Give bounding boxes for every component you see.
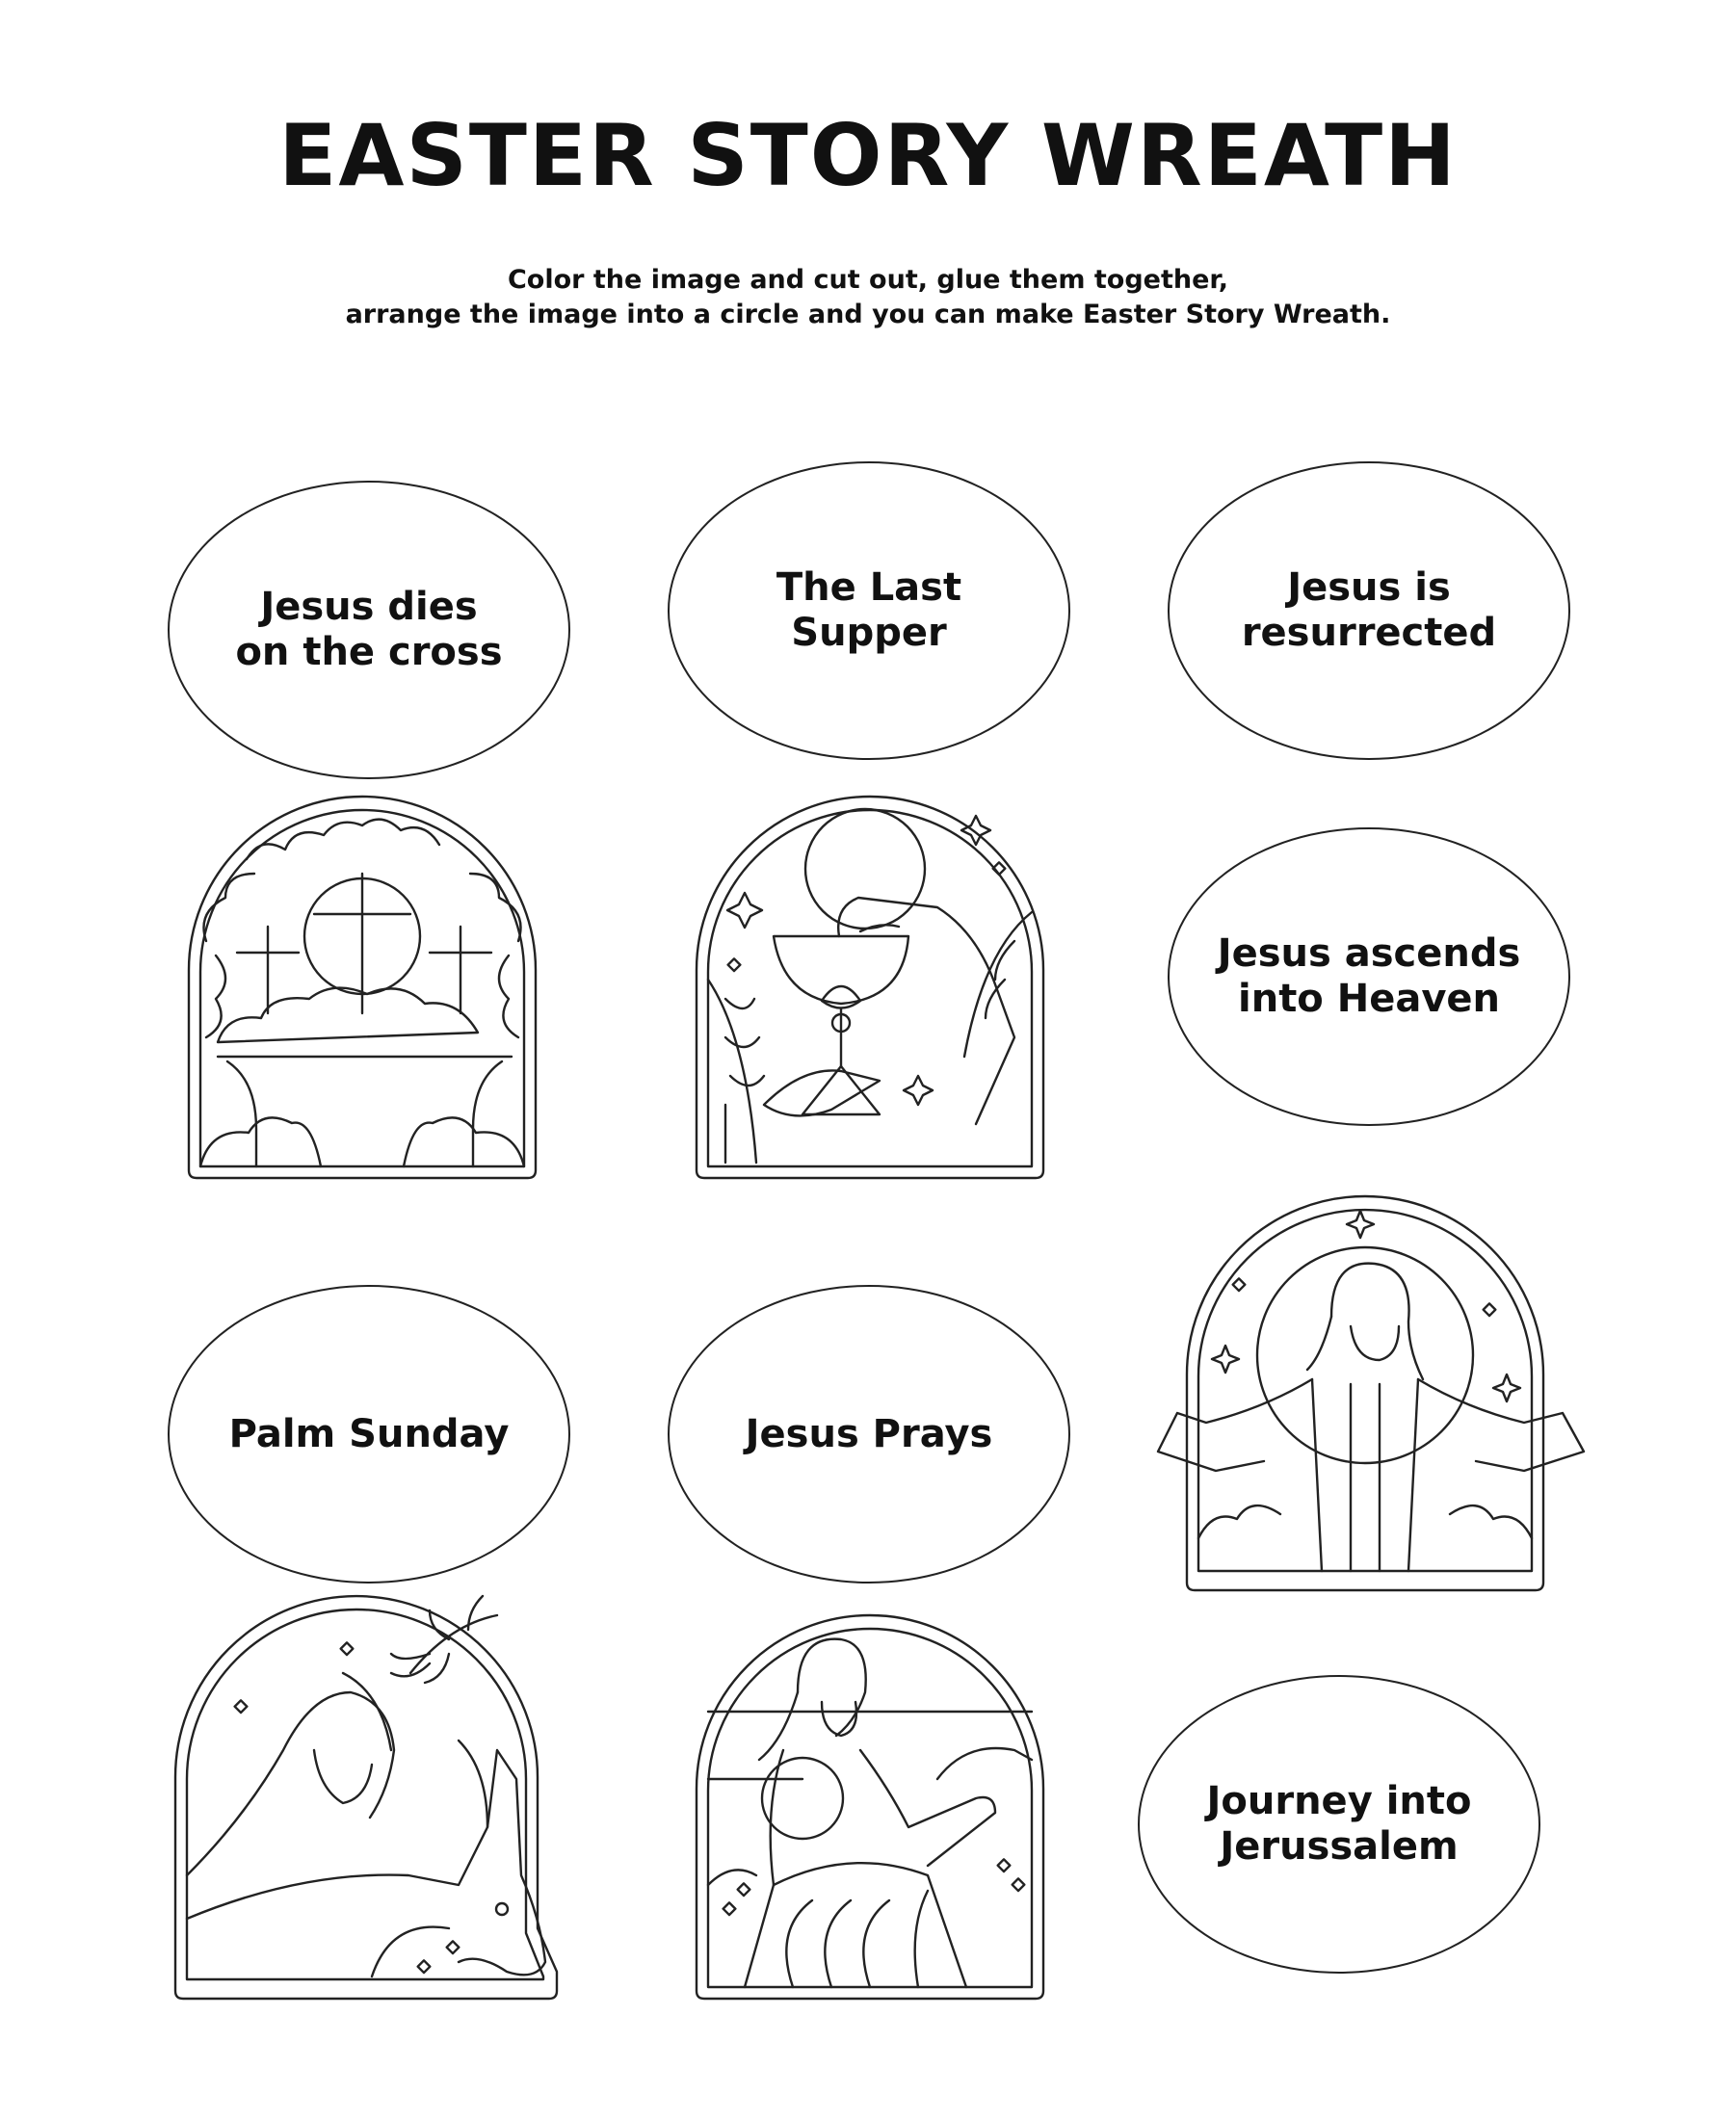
label-text-resurrected: Jesus is resurrected (1241, 565, 1497, 655)
label-text-supper: The Last Supper (776, 565, 962, 655)
label-oval-cross: Jesus dies on the cross (168, 481, 570, 779)
label-oval-ascends: Jesus ascends into Heaven (1168, 827, 1570, 1126)
jesus-praying-icon (695, 1613, 1045, 2001)
instruction-line-2: arrange the image into a circle and you … (345, 300, 1391, 329)
label-oval-prays: Jesus Prays (668, 1285, 1070, 1583)
three-crosses-icon (187, 795, 538, 1180)
label-oval-journey: Journey into Jerussalem (1138, 1675, 1540, 1974)
label-text-journey: Journey into Jerussalem (1206, 1779, 1472, 1869)
label-oval-palm: Palm Sunday (168, 1285, 570, 1583)
jesus-open-arms-icon (1156, 1194, 1586, 1592)
label-oval-resurrected: Jesus is resurrected (1168, 461, 1570, 760)
instruction-line-1: Color the image and cut out, glue them t… (507, 265, 1229, 295)
label-oval-supper: The Last Supper (668, 461, 1070, 760)
label-text-palm: Palm Sunday (228, 1411, 510, 1456)
label-text-ascends: Jesus ascends into Heaven (1217, 931, 1521, 1021)
chalice-icon (695, 795, 1045, 1180)
label-text-prays: Jesus Prays (745, 1411, 993, 1456)
page-title: EASTER STORY WREATH (278, 106, 1458, 205)
donkey-palm-icon (173, 1594, 559, 2001)
label-text-cross: Jesus dies on the cross (235, 585, 503, 674)
